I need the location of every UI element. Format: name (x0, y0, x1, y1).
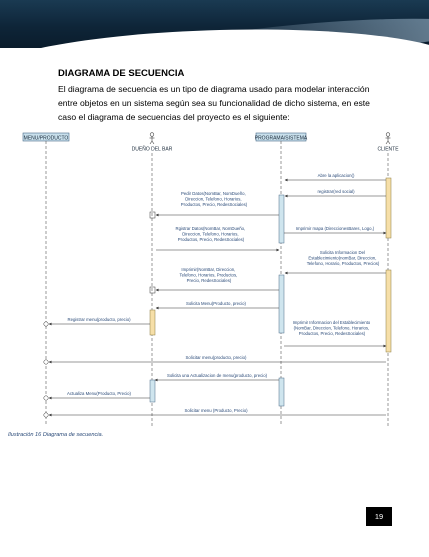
lifeline-label-menu: MENU/PRODUCTO (24, 135, 69, 141)
message-label: Imprimir(NomBar, Direccion, Telefono, Ho… (179, 267, 238, 283)
activation-system-1 (278, 194, 285, 244)
message-7: Imprimir(NomBar, Direccion, Telefono, Ho… (149, 267, 279, 294)
actor-icon-client (385, 132, 391, 145)
message-2: registrar(red social) (284, 189, 386, 198)
activation-client-1 (385, 177, 392, 239)
message-1: Abre la aplicacion() (284, 173, 386, 182)
message-label: Actualiza Menu(Producto, Precio) (67, 391, 132, 396)
top-banner (0, 0, 429, 48)
activation-owner-1 (149, 309, 156, 336)
message-8: Solicita Menu(Producto, precio) (155, 301, 279, 310)
message-label: Registrar menu(producto, precio) (67, 317, 131, 322)
message-14: Solicitar menu (Producto, Precio) (43, 408, 386, 418)
sequence-diagram: MENU/PRODUCTO PROGRAMA/SISTEMA DUEÑO DEL… (22, 132, 399, 426)
figure-caption: Ilustración 16 Diagrama de secuencia. (8, 432, 104, 438)
message-label: Solicita Menu(Producto, precio) (186, 301, 247, 306)
message-label: Solicitar menu (Producto, Precio) (184, 408, 248, 413)
message-12: Solicita una Actualizacion de menu(produ… (154, 373, 279, 382)
lifeline-label-system: PROGRAMA/SISTEMA (255, 135, 308, 141)
message-label: Imprimir mapa (DireccionesBares, Logo,) (296, 226, 375, 231)
lifeline-label-client: CLIENTE (377, 147, 399, 153)
page-number: 19 (366, 507, 392, 526)
message-label: Solicita Informacion Del Establecimiento… (307, 250, 380, 266)
message-label: Solicita una Actualizacion de menu(produ… (167, 373, 268, 378)
message-label: Solicitar menu(producto, precio) (186, 355, 247, 360)
message-10: Imprimir Informacion del Establecimiento… (284, 320, 387, 348)
message-3: Pedir Datos(NomBar, NomDueño, Direccion,… (149, 191, 279, 219)
message-label: Rgistrar Datos(NomBar, NomDueño, Direcci… (176, 226, 247, 242)
message-label: registrar(red social) (317, 189, 355, 194)
message-label: Imprimir Informacion del Establecimiento… (293, 320, 372, 336)
activation-owner-2 (149, 379, 156, 403)
activation-system-2 (278, 274, 285, 334)
message-label: Pedir Datos(NomBar, NomDueño, Direccion,… (181, 191, 248, 207)
message-4: Imprimir mapa (DireccionesBares, Logo,) (284, 226, 387, 235)
message-6: Solicita Informacion Del Establecimiento… (284, 250, 386, 275)
section-heading: DIAGRAMA DE SECUENCIA (58, 68, 185, 79)
actor-icon-owner (149, 132, 155, 145)
activation-client-2 (385, 269, 392, 353)
message-11: Solicitar menu(producto, precio) (43, 355, 386, 365)
section-intro: El diagrama de secuencia es un tipo de d… (58, 84, 370, 122)
message-9: Registrar menu(producto, precio) (43, 317, 150, 327)
message-13: Actualiza Menu(Producto, Precio) (43, 391, 150, 401)
message-5: Rgistrar Datos(NomBar, NomDueño, Direcci… (156, 226, 280, 252)
lifeline-label-owner: DUEÑO DEL BAR (132, 146, 173, 153)
message-label: Abre la aplicacion() (318, 173, 355, 178)
activation-system-3 (278, 377, 285, 407)
